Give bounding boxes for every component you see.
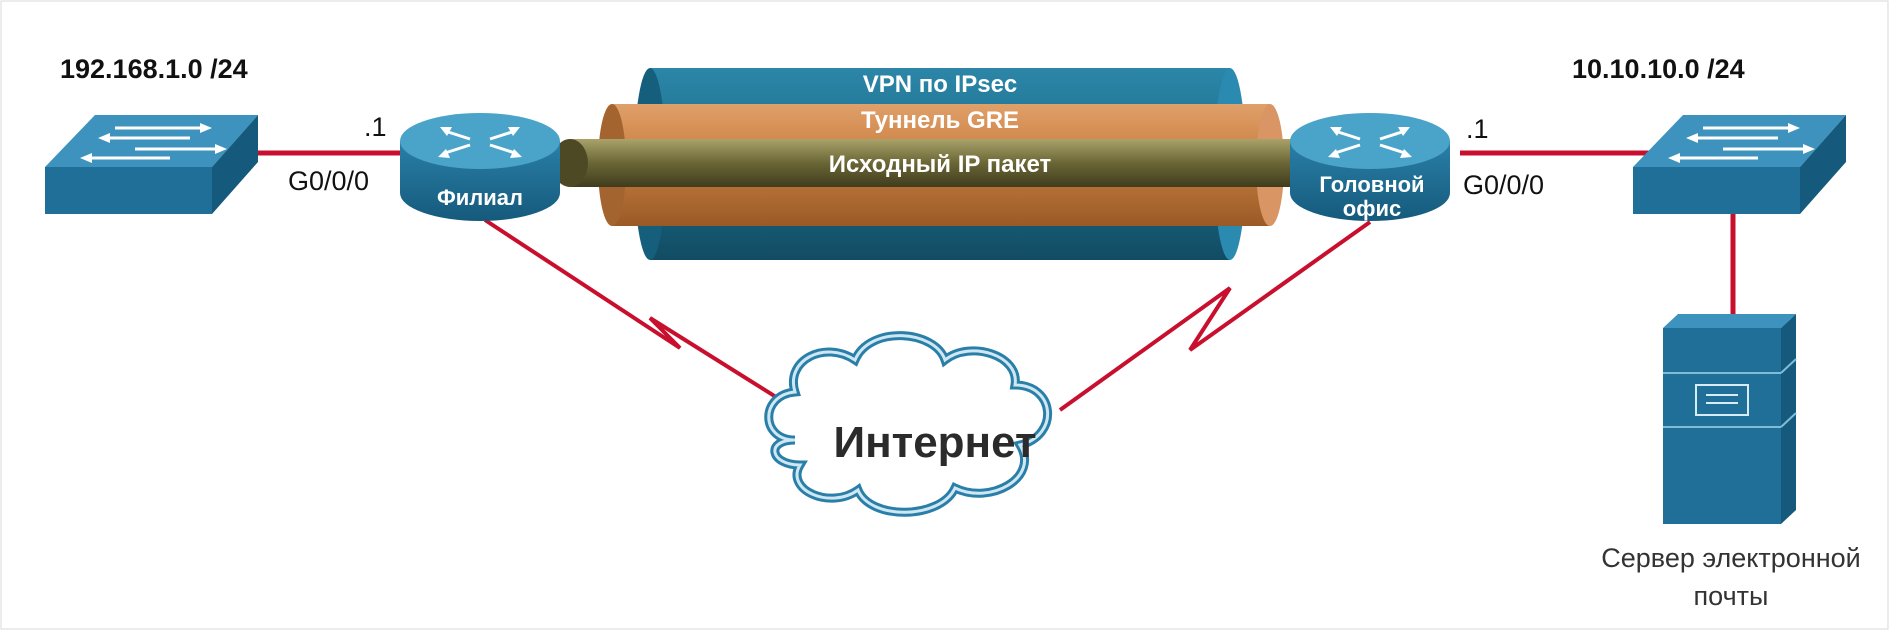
left-subnet-label: 192.168.1.0 /24 bbox=[60, 54, 248, 84]
hq-router-label-line1: Головной bbox=[1319, 172, 1424, 197]
left-switch-icon bbox=[45, 115, 258, 214]
wan-link-branch bbox=[483, 218, 802, 414]
server-label-line1: Сервер электронной bbox=[1601, 543, 1861, 573]
branch-router-label: Филиал bbox=[437, 185, 523, 210]
gre-label: Туннель GRE bbox=[861, 107, 1019, 134]
branch-host-address: .1 bbox=[364, 112, 387, 142]
right-subnet-label: 10.10.10.0 /24 bbox=[1572, 54, 1745, 84]
packet-label: Исходный IP пакет bbox=[829, 151, 1052, 178]
internet-label: Интернет bbox=[833, 418, 1036, 467]
internet-cloud-icon bbox=[764, 331, 1052, 517]
ipsec-label: VPN по IPsec bbox=[863, 71, 1018, 98]
hq-router-icon bbox=[1290, 113, 1450, 221]
server-label-line2: почты bbox=[1694, 581, 1769, 611]
hq-router-label-line2: офис bbox=[1343, 196, 1401, 221]
hq-interface-label: G0/0/0 bbox=[1463, 170, 1544, 200]
wan-link-hq bbox=[1058, 220, 1372, 412]
hq-host-address: .1 bbox=[1466, 114, 1489, 144]
right-switch-icon bbox=[1633, 115, 1846, 214]
email-server-icon bbox=[1663, 314, 1797, 524]
branch-interface-label: G0/0/0 bbox=[288, 166, 369, 196]
branch-router-icon bbox=[400, 113, 560, 221]
